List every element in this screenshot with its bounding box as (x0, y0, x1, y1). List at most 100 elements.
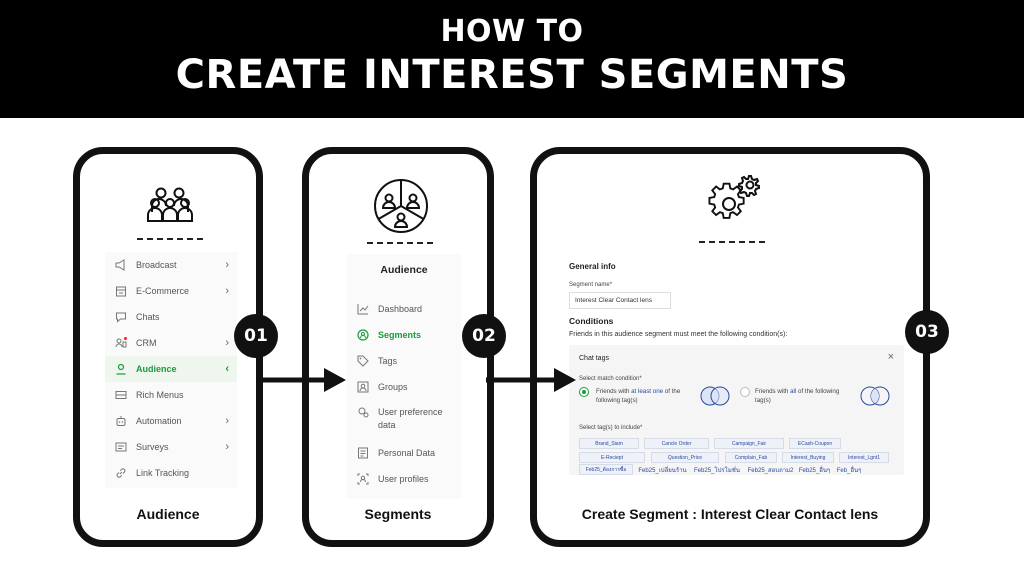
menu-item-groups[interactable]: Groups (347, 374, 461, 400)
menu-item-label: Dashboard (378, 304, 423, 314)
menu-item-tags[interactable]: Tags (347, 348, 461, 374)
robot-icon (115, 415, 127, 427)
sidebar-item-label: Broadcast (136, 260, 177, 270)
sidebar-item-ecommerce[interactable]: E-Commerce › (105, 278, 237, 304)
chevron-right-icon: › (225, 285, 229, 297)
tag-chip[interactable]: ECash-Coupon (789, 438, 841, 449)
tag-chip[interactable]: Feb25_สอบถาม2 (747, 467, 794, 474)
tag-chip[interactable]: Feb25_ต้องการซื้อ (579, 464, 633, 475)
megaphone-icon (115, 259, 127, 271)
sidebar-item-label: Chats (136, 312, 160, 322)
chat-icon (115, 311, 127, 323)
arrow-right-icon (256, 368, 346, 392)
venn-overlap-icon (700, 386, 730, 406)
store-icon (115, 285, 127, 297)
segment-name-input[interactable]: Interest Clear Contact lens (569, 292, 671, 309)
general-info-title: General info (569, 262, 616, 271)
menu-item-label: Tags (378, 356, 398, 366)
step-badge-01: 01 (234, 314, 278, 358)
header-line2: CREATE INTEREST SEGMENTS (175, 52, 849, 98)
sidebar-item-label: CRM (136, 338, 157, 348)
menu-item-label: Personal Data (378, 448, 436, 458)
people-group-icon (147, 187, 193, 222)
sidebar-item-broadcast[interactable]: Broadcast › (105, 252, 237, 278)
audience-menu: Audience Dashboard Segments Tags Groups … (347, 254, 461, 499)
menu-item-label: Segments (378, 330, 422, 340)
venn-intersection-icon (860, 386, 890, 406)
chevron-right-icon: › (225, 441, 229, 453)
radio-at-least-one[interactable] (579, 387, 589, 397)
tag-chip[interactable]: Campaign_Fair (714, 438, 784, 449)
card-caption: Segments (364, 506, 432, 522)
sidebar-item-crm[interactable]: CRM › (105, 330, 237, 356)
tag-chip[interactable]: Brand_Siam (579, 438, 639, 449)
chevron-right-icon: › (225, 259, 229, 271)
arrow-right-icon (486, 368, 576, 392)
user-profile-icon (357, 473, 369, 485)
sidebar-item-link-tracking[interactable]: Link Tracking (105, 460, 237, 486)
tag-chip[interactable]: Question_Price (651, 452, 719, 463)
menu-item-label: User preference (378, 407, 443, 417)
header-line1: HOW TO (440, 14, 584, 49)
sidebar-item-audience[interactable]: Audience ‹ (105, 356, 237, 382)
conditions-title: Conditions (569, 316, 614, 326)
close-icon[interactable]: × (887, 351, 894, 363)
card-caption: Create Segment : Interest Clear Contact … (581, 506, 879, 522)
match-condition-label: Select match condition* (579, 376, 642, 382)
sidebar-menu: Broadcast › E-Commerce › Chats CRM › Aud… (105, 252, 237, 488)
divider (367, 242, 433, 244)
sidebar-item-label: Surveys (136, 442, 169, 452)
sidebar-item-label: Link Tracking (136, 468, 190, 478)
tag-chip[interactable]: Feb25_โปรโมชั่น (694, 467, 740, 474)
chat-tags-panel: Chat tags × Select match condition* Frie… (569, 345, 904, 475)
option-all-text: Friends with all of the following tag(s) (755, 388, 840, 404)
include-tags-label: Select tag(s) to include* (579, 425, 643, 431)
radio-all[interactable] (740, 387, 750, 397)
sidebar-item-label: Automation (136, 416, 182, 426)
sidebar-item-label: Rich Menus (136, 390, 184, 400)
tag-chip[interactable]: Feb_อื่นๆ (836, 467, 862, 474)
preference-icon (357, 406, 369, 418)
step-badge-03: 03 (905, 310, 949, 354)
segments-icon (357, 329, 369, 341)
tag-chip[interactable]: Feb25_อื่นๆ (798, 467, 831, 474)
step-card-segments: Audience Dashboard Segments Tags Groups … (302, 147, 494, 547)
sidebar-item-chats[interactable]: Chats (105, 304, 237, 330)
menu-item-label-line2: data (378, 420, 396, 430)
sidebar-item-rich-menus[interactable]: Rich Menus (105, 382, 237, 408)
menu-item-label: User profiles (378, 474, 429, 484)
sidebar-item-surveys[interactable]: Surveys › (105, 434, 237, 460)
tag-chip[interactable]: Cancle Order (644, 438, 709, 449)
menu-item-user-preference[interactable]: User preference data (347, 400, 461, 438)
conditions-description: Friends in this audience segment must me… (569, 331, 788, 338)
segment-name-label: Segment name* (569, 282, 613, 288)
survey-icon (115, 441, 127, 453)
tag-chip[interactable]: Complain_Fab (725, 452, 777, 463)
tag-chip[interactable]: Interest_Lgnt1 (839, 452, 889, 463)
person-icon (115, 363, 127, 375)
chevron-right-icon: › (225, 337, 229, 349)
menu-title: Audience (380, 264, 428, 276)
menu-item-personal-data[interactable]: Personal Data (347, 440, 461, 466)
step-badge-02: 02 (462, 314, 506, 358)
menu-item-user-profiles[interactable]: User profiles (347, 466, 461, 492)
sidebar-item-label: Audience (136, 364, 177, 374)
crm-icon (115, 337, 127, 349)
gears-icon (708, 175, 760, 219)
menu-item-segments[interactable]: Segments (347, 322, 461, 348)
sidebar-item-automation[interactable]: Automation › (105, 408, 237, 434)
step-card-audience: Broadcast › E-Commerce › Chats CRM › Aud… (73, 147, 263, 547)
chevron-right-icon: › (225, 415, 229, 427)
card-caption: Audience (136, 506, 200, 522)
groups-icon (357, 381, 369, 393)
rich-menu-icon (115, 389, 127, 401)
sidebar-item-label: E-Commerce (136, 286, 190, 296)
chat-tags-title: Chat tags (579, 355, 609, 362)
tag-chip[interactable]: E-Reciept (579, 452, 645, 463)
header-banner: HOW TO CREATE INTEREST SEGMENTS (0, 0, 1024, 118)
tag-chip[interactable]: Interest_Buying (782, 452, 834, 463)
tag-chip[interactable]: Feb25_เปลี่ยนร้าน (638, 467, 687, 474)
link-icon (115, 467, 127, 479)
menu-item-dashboard[interactable]: Dashboard (347, 296, 461, 322)
divider (137, 238, 203, 240)
